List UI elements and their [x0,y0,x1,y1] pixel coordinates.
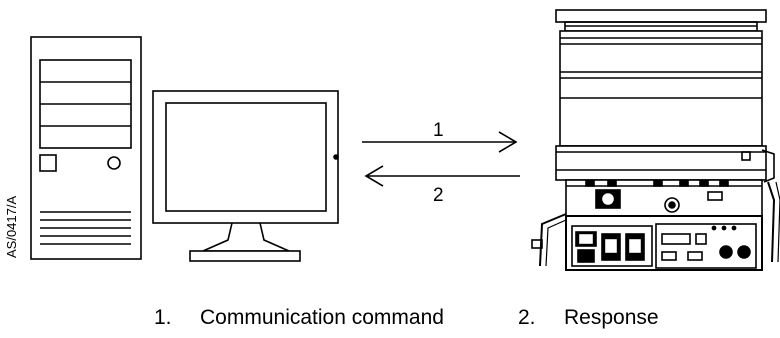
turbo-pump [531,9,780,271]
pc-tower [30,36,142,260]
response-arrow-label: 2 [433,185,444,206]
legend-number: 2. [518,306,536,329]
command-arrow-label: 1 [433,120,444,141]
legend-text: Response [564,306,659,329]
legend-item-response: 2. Response [518,306,659,330]
legend-item-command: 1. Communication command [154,306,444,330]
figure-code: AS/0417/A [4,196,19,258]
command-arrow [362,131,518,153]
legend-number: 1. [154,306,172,329]
response-arrow [364,165,520,187]
legend-text: Communication command [200,306,444,329]
monitor [152,90,339,262]
